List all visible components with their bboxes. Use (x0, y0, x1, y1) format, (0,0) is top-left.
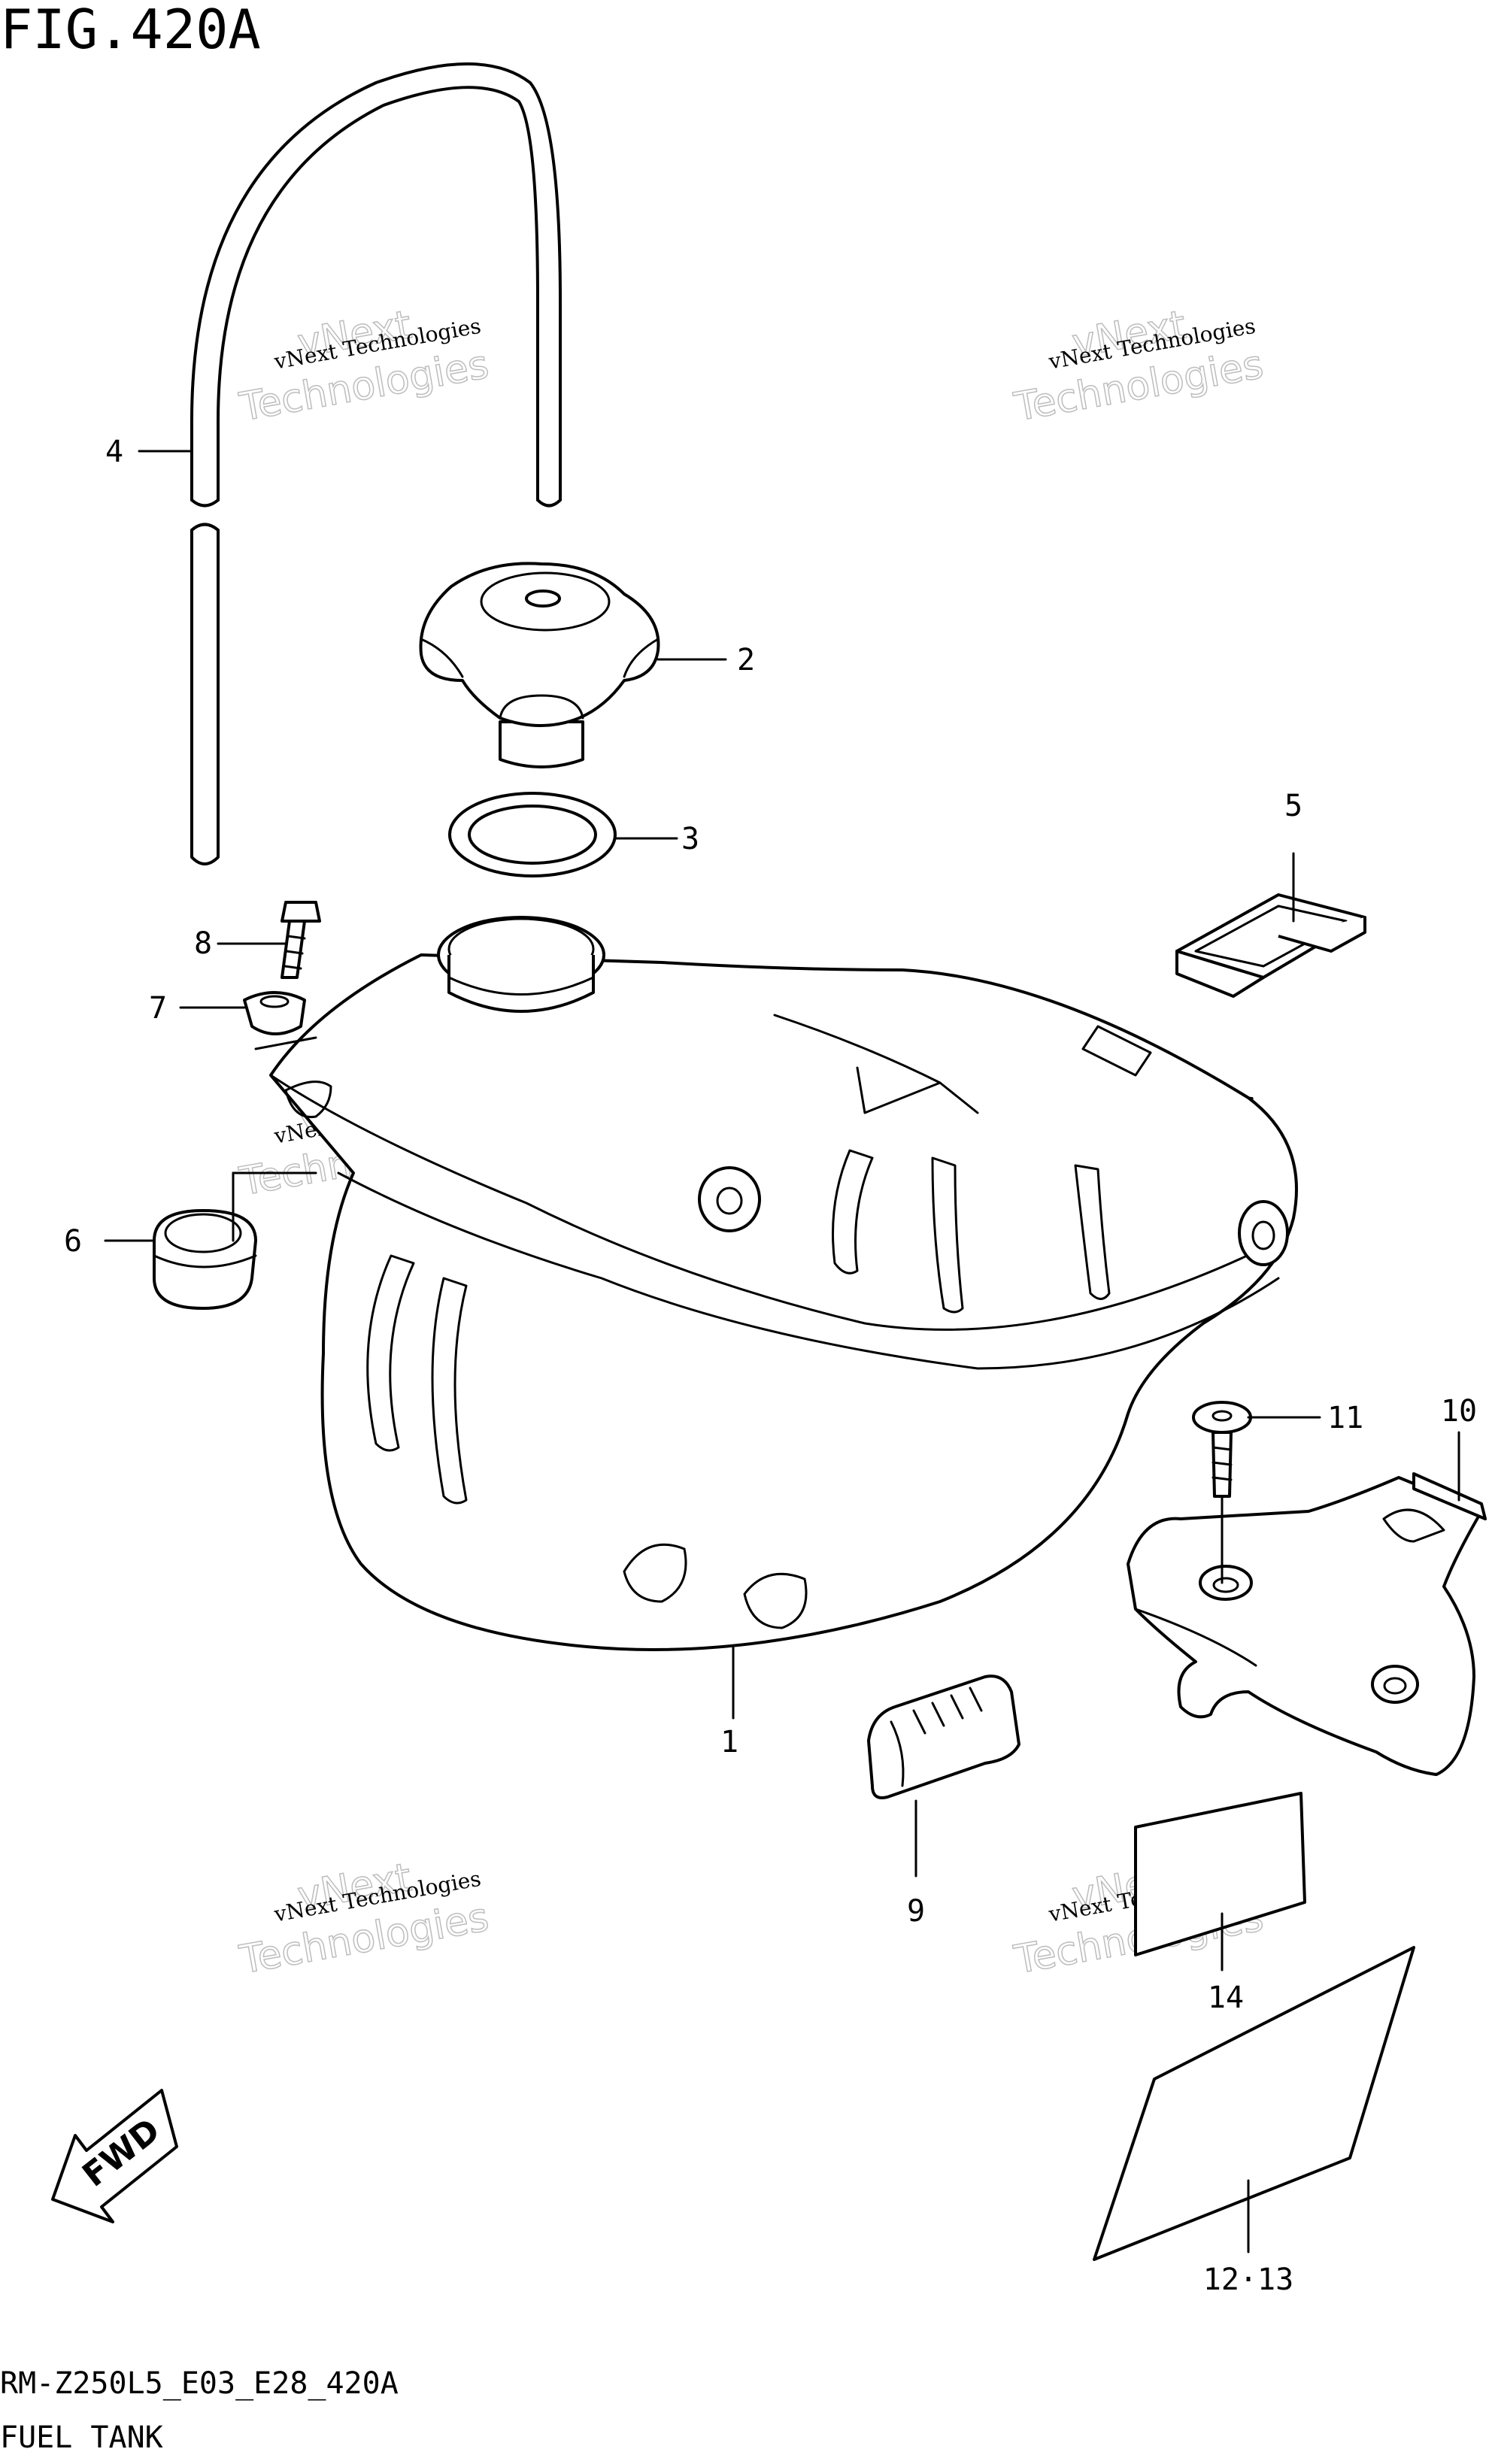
callout-1: 1 (720, 1725, 738, 1759)
part-6-cushion (153, 1209, 257, 1310)
part-5-band (1175, 893, 1366, 998)
part-7-collar (243, 991, 306, 1035)
callout-10: 10 (1441, 1394, 1477, 1429)
callout-2: 2 (737, 643, 755, 677)
callout-5: 5 (1284, 789, 1302, 823)
part-14-label (1134, 1792, 1306, 1956)
part-11-bolt (1192, 1401, 1252, 1498)
callout-4: 4 (105, 435, 123, 469)
callout-11: 11 (1327, 1401, 1363, 1435)
callout-12-13: 12·13 (1203, 2262, 1293, 2297)
part-8-bolt (281, 901, 321, 979)
watermark-group-5: vNext vNext Technologies Technologies (235, 1854, 493, 1984)
callout-8: 8 (194, 926, 212, 961)
callout-7: 7 (149, 991, 167, 1026)
watermark-group-1: vNext vNext Technologies Technologies (235, 302, 493, 431)
callout-6: 6 (64, 1224, 82, 1259)
callout-14: 14 (1208, 1981, 1244, 2015)
watermark-group-2: vNext vNext Technologies Technologies (1010, 302, 1267, 431)
part-10-bracket (1127, 1472, 1487, 1776)
fwd-arrow-icon: FWD (51, 2089, 178, 2223)
part-3-gasket (448, 792, 617, 877)
part-1-fuel-tank (269, 916, 1298, 1651)
figure-name: FUEL TANK (0, 2420, 163, 2455)
part-9-cushion (867, 1674, 1020, 1799)
leader-lines (104, 450, 1460, 2253)
callout-3: 3 (681, 822, 699, 856)
part-2-fuel-cap (419, 562, 660, 768)
part-12-13-label (1093, 1946, 1415, 2261)
figure-title: FIG.420A (0, 0, 261, 61)
callout-9: 9 (907, 1894, 925, 1929)
figure-code: RM-Z250L5_E03_E28_420A (0, 2366, 399, 2401)
part-4-breather-hose (190, 62, 562, 865)
